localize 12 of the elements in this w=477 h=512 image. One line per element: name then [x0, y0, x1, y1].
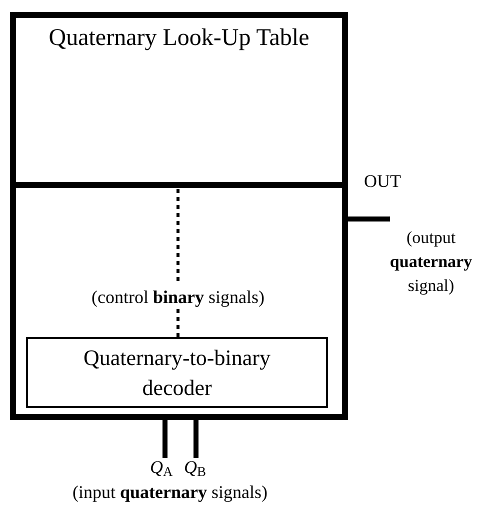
- signal-name: Q$_{A}$: [150, 457, 173, 477]
- signal-note: (input quaternary signals): [72, 481, 268, 504]
- signal-note: (output quaternary signal): [388, 227, 474, 297]
- port-label: OUT: [364, 170, 401, 193]
- decoder-label: Quaternary-to-binary decoder: [82, 344, 272, 402]
- circuit-block: [10, 12, 348, 420]
- signal-wire: [162, 420, 168, 458]
- signal-wire: [194, 420, 198, 458]
- signal-name: Q$_{B}$: [184, 457, 206, 477]
- section-title: Quaternary Look-Up Table: [48, 24, 310, 53]
- signal-wire: [348, 216, 390, 222]
- decoder-box: [26, 337, 328, 408]
